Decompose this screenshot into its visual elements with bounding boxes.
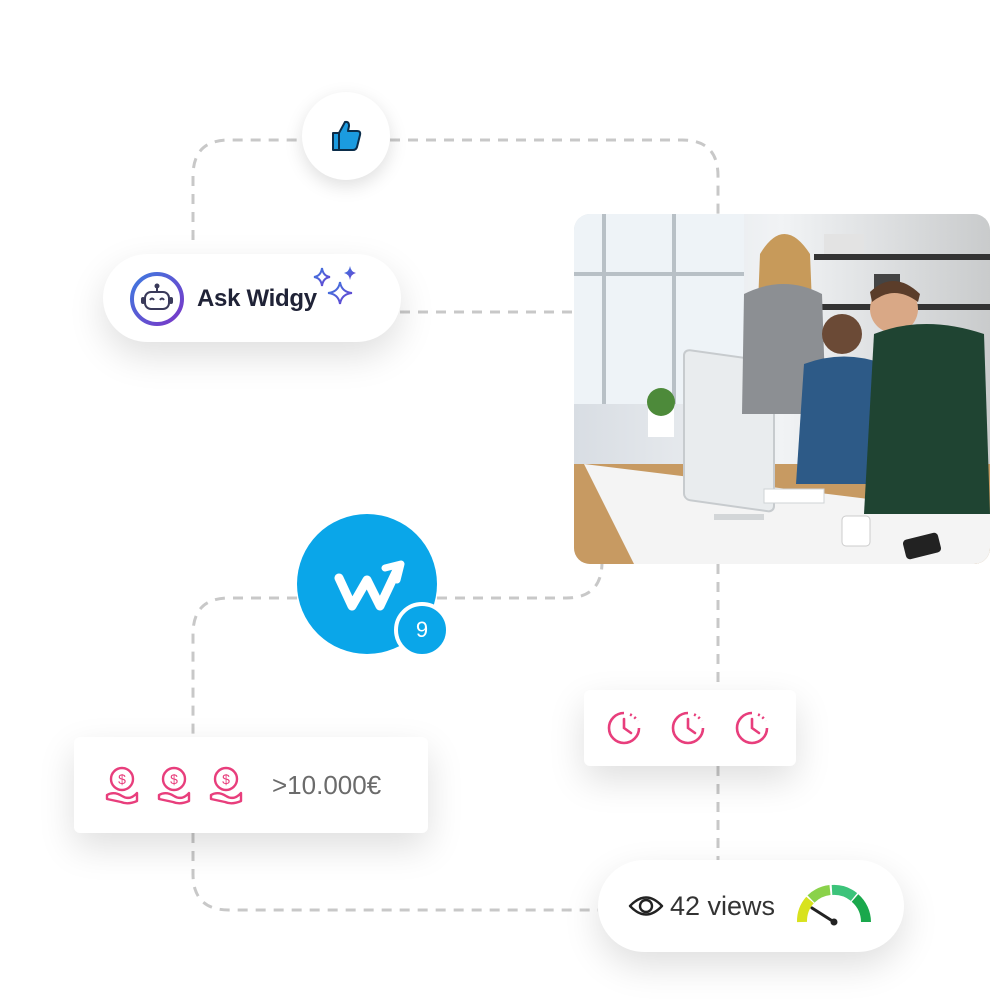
widgy-logo-icon xyxy=(334,560,405,611)
robot-icon xyxy=(130,272,184,326)
clock-icon xyxy=(671,711,705,745)
thumbs-up-icon xyxy=(332,120,362,151)
clock-icon xyxy=(735,711,769,745)
notification-badge: 9 xyxy=(394,602,450,658)
views-count: 42 views xyxy=(670,891,776,921)
eye-icon xyxy=(628,896,664,916)
money-hand-icon: $ xyxy=(105,766,139,805)
gauge-icon xyxy=(797,884,871,926)
thumbs-up-bubble[interactable] xyxy=(302,92,390,180)
money-hand-icon: $ xyxy=(157,766,191,805)
views-pill: 42 views xyxy=(598,860,904,952)
svg-text:$: $ xyxy=(118,771,126,787)
revenue-card: $ $ $ >10.000€ xyxy=(74,737,428,833)
svg-text:$: $ xyxy=(222,771,230,787)
ask-widgy-pill[interactable]: Ask Widgy xyxy=(103,254,401,342)
money-hand-icon: $ xyxy=(209,766,243,805)
svg-text:$: $ xyxy=(170,771,178,787)
ask-widgy-label: Ask Widgy xyxy=(197,285,317,312)
time-card xyxy=(584,690,796,766)
sparkle-icon xyxy=(313,266,356,305)
team-photo xyxy=(574,214,990,564)
revenue-amount: >10.000€ xyxy=(272,770,382,800)
clock-icon xyxy=(607,711,641,745)
